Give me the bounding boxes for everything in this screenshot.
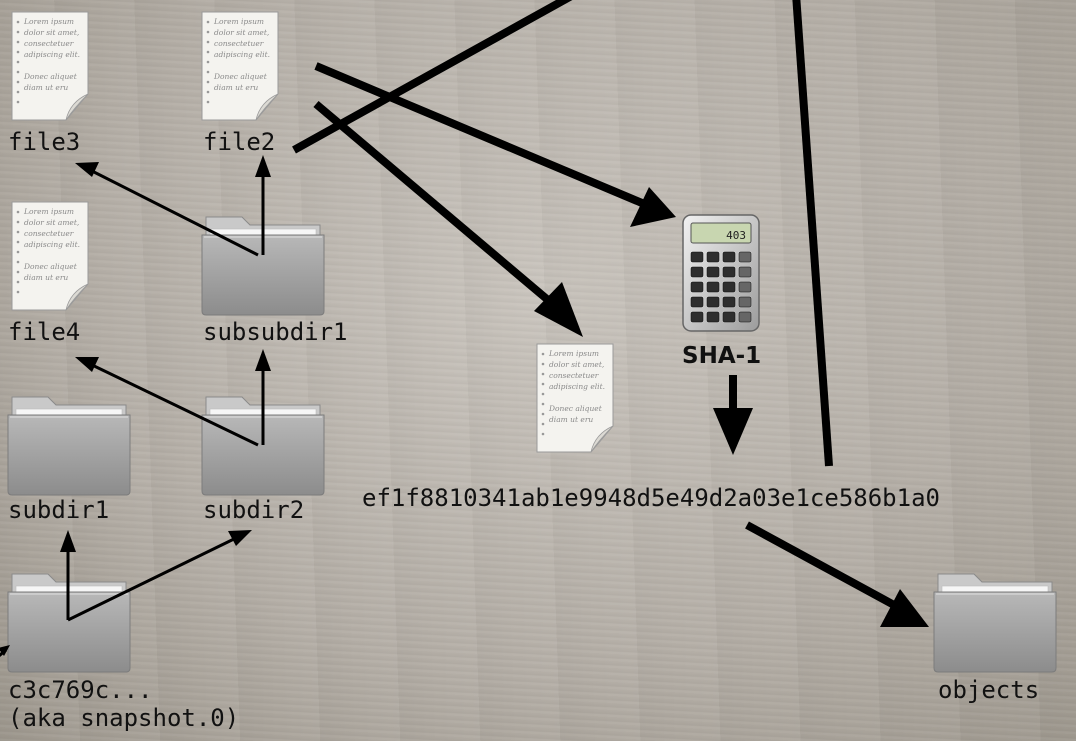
arrow-subdir2-to-file4 xyxy=(89,362,259,447)
document-placeholder-text: Lorem ipsum xyxy=(548,349,599,358)
document-placeholder-text: adipiscing elit. xyxy=(549,382,605,391)
calculator-key xyxy=(706,281,720,293)
calculator-key xyxy=(722,266,736,278)
calculator-key xyxy=(722,296,736,308)
calculator-key xyxy=(738,266,752,278)
document-placeholder-text: Donec aliquet xyxy=(213,72,268,81)
document-placeholder-text: Lorem ipsum xyxy=(23,207,74,216)
calculator-key xyxy=(722,311,736,323)
document-placeholder-text: consectetuer xyxy=(549,371,599,380)
subdir2-label: subdir2 xyxy=(203,496,305,524)
arrowhead-root xyxy=(0,645,10,656)
arrow-file2-upward xyxy=(292,0,573,154)
calculator-key xyxy=(706,251,720,263)
document-placeholder-text: Lorem ipsum xyxy=(23,17,74,26)
arrowhead-subsubdir1 xyxy=(255,349,271,371)
document-placeholder-text: dolor sit amet, xyxy=(24,28,79,37)
arrowhead-file2 xyxy=(255,155,271,177)
document-placeholder-text: Donec aliquet xyxy=(23,262,78,271)
document-placeholder-text: consectetuer xyxy=(214,39,264,48)
document-placeholder-text: adipiscing elit. xyxy=(24,240,80,249)
subsubdir1-label: subsubdir1 xyxy=(203,318,348,346)
calculator-key xyxy=(738,281,752,293)
calculator-key xyxy=(722,251,736,263)
file2-label: file2 xyxy=(203,128,276,156)
document-placeholder-text: dolor sit amet, xyxy=(24,218,79,227)
root-hash-label: c3c769c... xyxy=(8,676,153,704)
subdir1-label: subdir1 xyxy=(8,496,110,524)
arrowhead-objects xyxy=(880,589,929,627)
arrowhead-file3 xyxy=(75,162,99,177)
line-hash-to-top xyxy=(792,0,833,467)
file2-document-icon: Lorem ipsum dolor sit amet, consectetuer ad… xyxy=(201,11,279,121)
document-placeholder-text: diam ut eru xyxy=(549,415,593,424)
calculator-icon: 403 xyxy=(682,214,760,332)
hash-value-label: ef1f8810341ab1e9948d5e49d2a03e1ce586b1a0 xyxy=(362,484,940,512)
arrowhead-sha1 xyxy=(630,187,676,227)
document-placeholder-text: adipiscing elit. xyxy=(214,50,270,59)
arrow-root-to-subdir2 xyxy=(67,536,237,622)
calculator-key xyxy=(738,251,752,263)
file4-label: file4 xyxy=(8,318,81,346)
arrow-file2-to-sha1 xyxy=(314,62,644,207)
calculator-key xyxy=(738,296,752,308)
file3-label: file3 xyxy=(8,128,81,156)
document-placeholder-text: Lorem ipsum xyxy=(213,17,264,26)
calculator-key xyxy=(690,251,704,263)
calculator-key xyxy=(706,296,720,308)
arrowhead-subdir1 xyxy=(60,530,76,552)
document-placeholder-text: Donec aliquet xyxy=(548,404,603,413)
subdir1-folder-icon xyxy=(7,396,131,496)
calculator-key xyxy=(738,311,752,323)
document-placeholder-text: consectetuer xyxy=(24,229,74,238)
arrowhead-file4 xyxy=(75,357,99,372)
document-placeholder-text: Donec aliquet xyxy=(23,72,78,81)
document-placeholder-text: dolor sit amet, xyxy=(214,28,269,37)
sha1-label: SHA-1 xyxy=(682,343,762,369)
document-placeholder-text: diam ut eru xyxy=(24,273,68,282)
arrowhead-hash xyxy=(713,408,753,455)
calculator-key xyxy=(690,296,704,308)
file3-document-icon: Lorem ipsum dolor sit amet, consectetuer ad… xyxy=(11,11,89,121)
document-placeholder-text: consectetuer xyxy=(24,39,74,48)
calculator-key xyxy=(690,266,704,278)
file4-document-icon: Lorem ipsum dolor sit amet, consectetuer ad… xyxy=(11,201,89,311)
objects-folder-icon xyxy=(933,573,1057,673)
root-alias-label: (aka snapshot.0) xyxy=(8,704,240,732)
arrowhead-hashed-doc xyxy=(534,282,583,337)
calculator-key xyxy=(722,281,736,293)
arrowhead-subdir2 xyxy=(228,530,252,546)
document-placeholder-text: diam ut eru xyxy=(214,83,258,92)
arrow-subsubdir1-to-file3 xyxy=(89,168,259,257)
calculator-key xyxy=(706,311,720,323)
objects-label: objects xyxy=(938,676,1040,704)
document-placeholder-text: dolor sit amet, xyxy=(549,360,604,369)
document-placeholder-text: diam ut eru xyxy=(24,83,68,92)
calculator-key xyxy=(690,311,704,323)
hashed-document-icon: Lorem ipsum dolor sit amet, consectetuer ad… xyxy=(536,343,614,453)
document-placeholder-text: adipiscing elit. xyxy=(24,50,80,59)
calculator-display-text: 403 xyxy=(726,229,746,242)
arrow-hash-to-objects xyxy=(745,521,896,609)
calculator-key xyxy=(706,266,720,278)
calculator-key xyxy=(690,281,704,293)
arrow-file2-to-hashed-doc xyxy=(313,100,551,304)
